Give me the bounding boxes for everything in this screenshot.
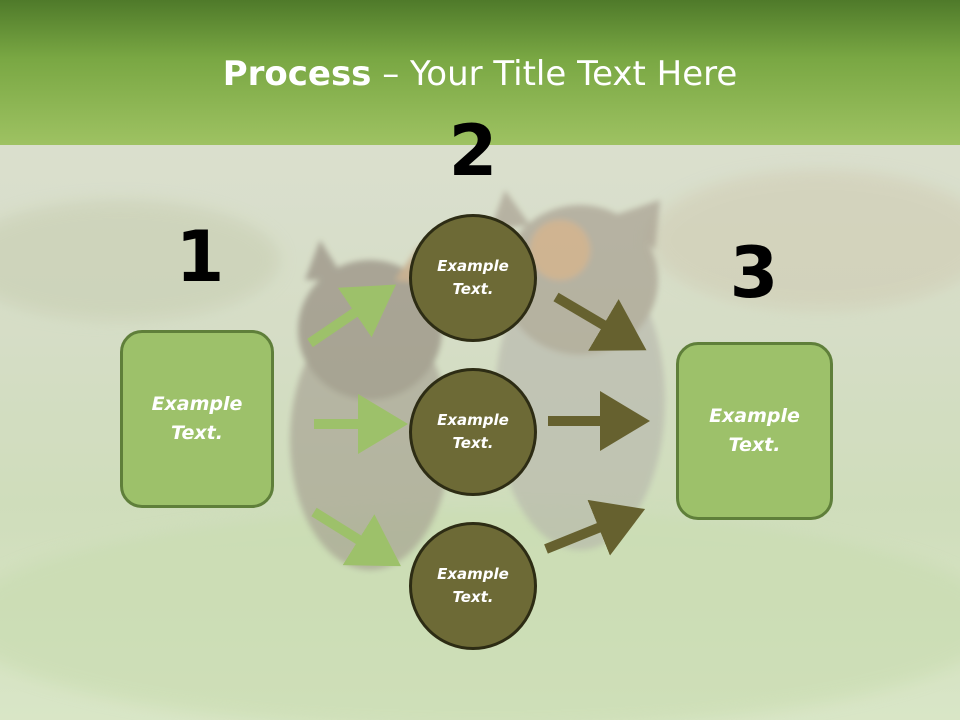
title-bar	[0, 0, 960, 145]
arrow-left-to-bottom	[311, 507, 401, 567]
circle-bottom-text: Example Text.	[437, 565, 509, 606]
step-number-1: 1	[175, 216, 225, 298]
process-circle-middle: Example Text.	[409, 368, 537, 496]
title-bold: Process	[222, 54, 372, 94]
slide-title: Process – Your Title Text Here	[0, 52, 960, 96]
process-circle-bottom: Example Text.	[409, 522, 537, 650]
arrow-left-to-top	[307, 284, 397, 348]
circle-top-text: Example Text.	[437, 257, 509, 298]
step-number-2: 2	[448, 110, 498, 192]
process-circle-top: Example Text.	[409, 214, 537, 342]
left-process-box: Example Text.	[120, 330, 274, 508]
circle-middle-text: Example Text.	[437, 411, 509, 452]
right-box-text: Example Text.	[709, 405, 800, 456]
arrow-bottom-to-right	[544, 499, 646, 556]
right-process-box: Example Text.	[676, 342, 833, 520]
left-box-text: Example Text.	[151, 393, 243, 444]
step-number-3: 3	[729, 232, 779, 314]
title-rest: – Your Title Text Here	[371, 54, 738, 94]
arrow-top-to-right	[553, 292, 647, 351]
